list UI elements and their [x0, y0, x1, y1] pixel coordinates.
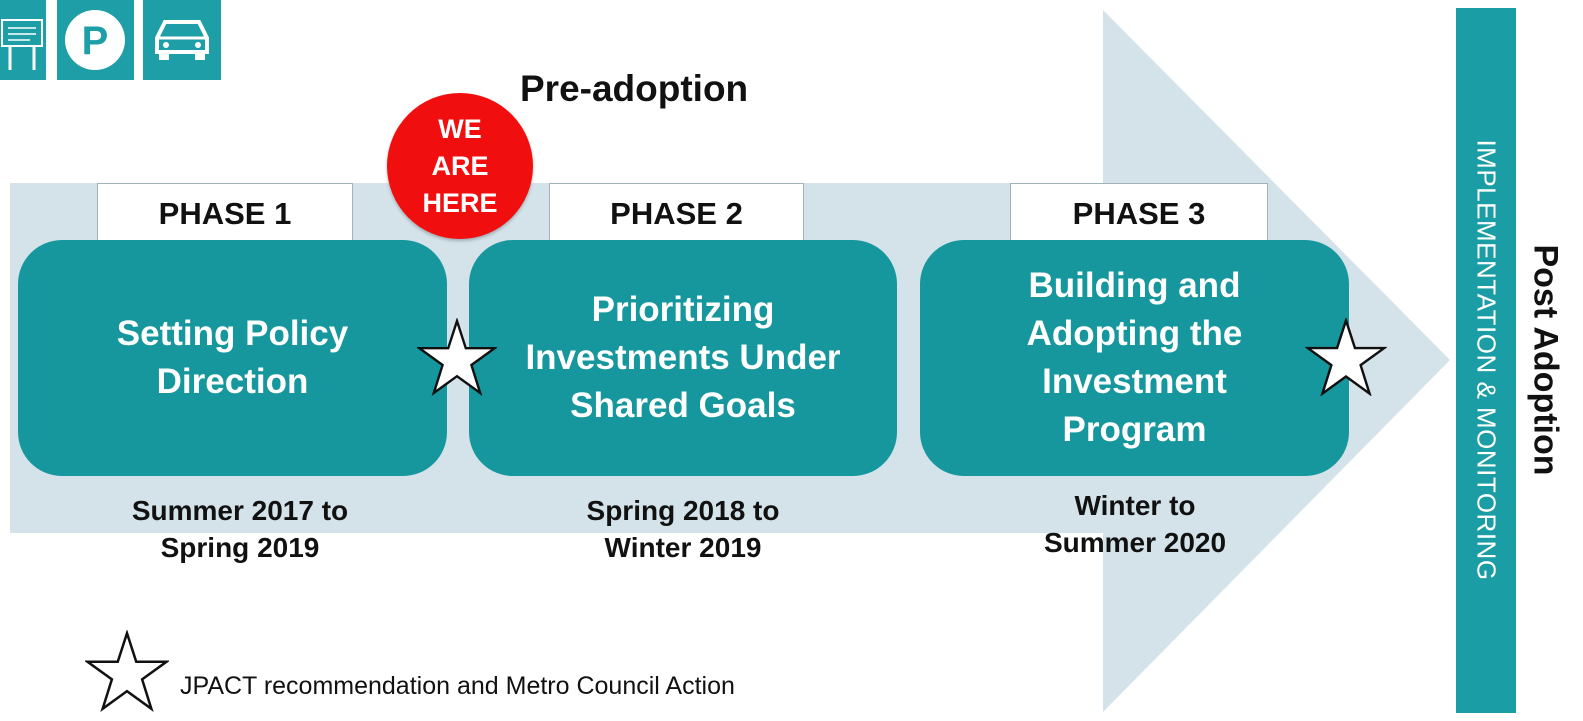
phase-1-dates: Summer 2017 to Spring 2019 [131, 495, 349, 563]
star-outline-icon [85, 630, 169, 712]
implementation-monitoring-label: IMPLEMENTATION & MONITORING [1471, 139, 1502, 581]
svg-text:P: P [82, 19, 109, 63]
car-icon [143, 0, 221, 80]
phase-2-box: Prioritizing Investments Under Shared Go… [469, 240, 897, 476]
legend-text: JPACT recommendation and Metro Council A… [180, 672, 735, 700]
phase-1-box: Setting Policy Direction [18, 240, 447, 476]
phase-2-label: PHASE 2 [549, 183, 804, 245]
implementation-monitoring-bar [1456, 8, 1516, 713]
road-sign-icon [0, 0, 46, 80]
star-icon [417, 318, 497, 396]
phase-3-title: Building and Adopting the Investment Pro… [1026, 266, 1243, 449]
phase-3-box: Building and Adopting the Investment Pro… [920, 240, 1349, 476]
phase-3-dates: Winter to Summer 2020 [1043, 490, 1227, 558]
star-icon [1305, 318, 1387, 396]
phase-3-label: PHASE 3 [1010, 183, 1268, 245]
post-adoption-label: Post Adoption [1526, 244, 1565, 476]
pre-adoption-heading: Pre-adoption [520, 68, 749, 109]
phase-1-label: PHASE 1 [97, 183, 353, 245]
phase-2-dates: Spring 2018 to Winter 2019 [586, 495, 780, 563]
phase-1-title: Setting Policy Direction [116, 314, 349, 401]
we-are-here-badge: WE ARE HERE [387, 93, 533, 239]
phase-2-title: Prioritizing Investments Under Shared Go… [525, 290, 841, 425]
parking-icon: P [57, 0, 134, 80]
